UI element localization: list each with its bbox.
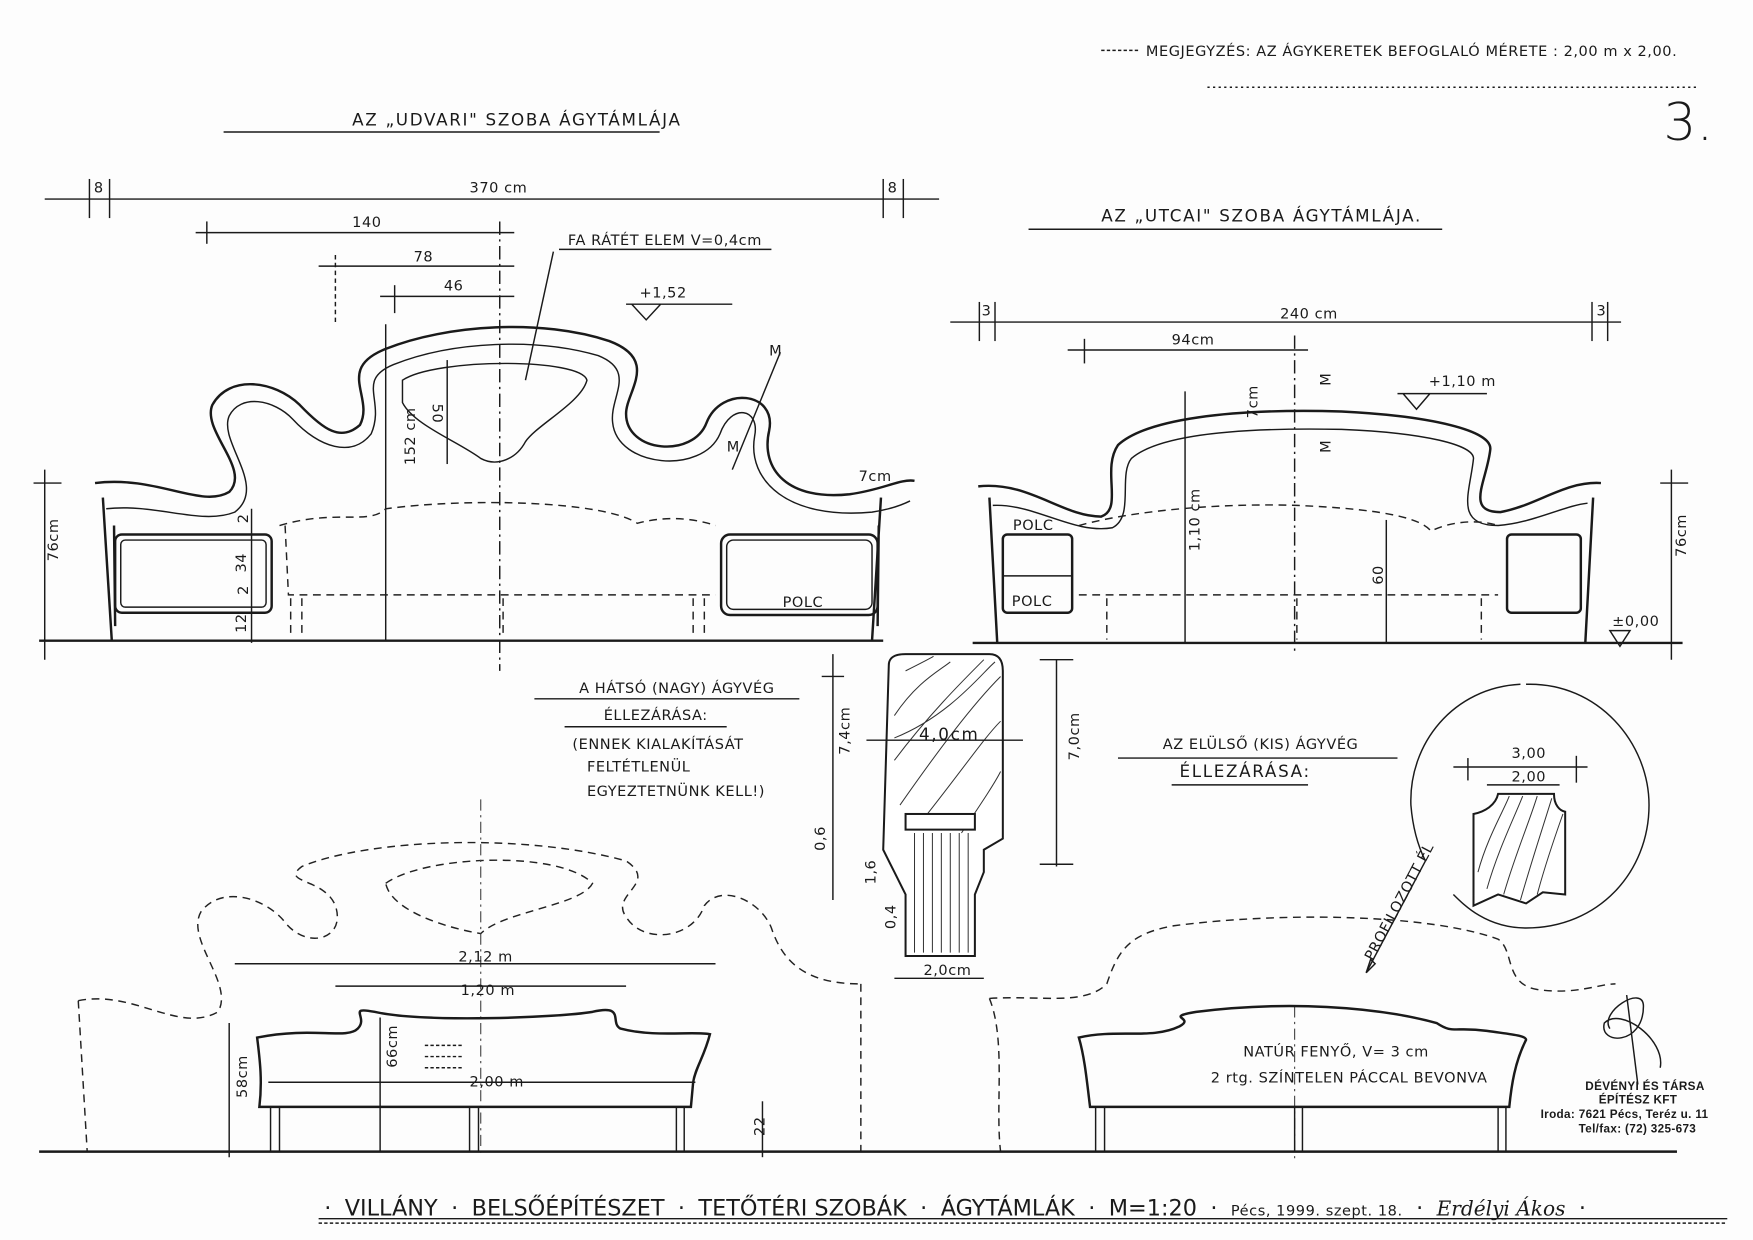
title-place: VILLÁNY	[345, 1193, 438, 1221]
dim-h58: 58cm	[235, 1055, 251, 1098]
dim-w20: 2,0cm	[923, 963, 971, 979]
sheet-number: 3.	[1664, 93, 1714, 153]
dim-60: 60	[1371, 565, 1387, 585]
bench-right-elevation: NATÚR FENYŐ, V= 3 cm 2 rtg. SZÍNTELEN PÁ…	[988, 916, 1616, 1163]
section-mark-top: M	[769, 344, 782, 360]
title-subject: ÁGYTÁMLÁK	[941, 1193, 1076, 1221]
dim-edge-left: 3	[982, 303, 992, 319]
top-note: MEGJEGYZÉS: AZ ÁGYKERETEK BEFOGLALÓ MÉRE…	[1101, 42, 1714, 153]
dim-s2a: 2	[236, 513, 252, 523]
title-separator: ·	[451, 1195, 458, 1221]
dim-50: 50	[429, 404, 445, 424]
udvari-title: AZ „UDVARI" SZOBA ÁGYTÁMLÁJA	[352, 108, 681, 129]
title-separator: ·	[920, 1195, 927, 1221]
dim-78: 78	[414, 250, 434, 266]
shelf-label-top: POLC	[1013, 518, 1054, 534]
dim-d06: 0,6	[813, 826, 829, 851]
dim-s2b: 2	[236, 585, 252, 595]
ground-level: ±0,00	[1612, 614, 1659, 630]
dim-h70: 7,0cm	[1067, 712, 1083, 760]
material-label: NATÚR FENYŐ, V= 3 cm	[1243, 1043, 1429, 1061]
profiled-edge-label: PROFILOZOTT ÉL	[1361, 839, 1438, 963]
title-discipline: BELSŐÉPÍTÉSZET	[472, 1193, 665, 1221]
level-marker: +1,52	[639, 285, 686, 301]
udvari-headboard-elevation: AZ „UDVARI" SZOBA ÁGYTÁMLÁJA 8 8 370 cm …	[33, 108, 940, 671]
title-rooms: TETŐTÉRI SZOBÁK	[697, 1193, 908, 1221]
back-end-line-3: (ENNEK KIALAKÍTÁSÁT	[572, 735, 743, 753]
back-end-line-2: ÉLLEZÁRÁSA:	[604, 706, 708, 724]
utcai-headboard-elevation: AZ „UTCAI" SZOBA ÁGYTÁMLÁJA. 3 3 240 cm …	[950, 204, 1690, 660]
back-end-line-1: A HÁTSÓ (NAGY) ÁGYVÉG	[579, 679, 774, 697]
stamp-phone: Tel/fax: (72) 325-673	[1579, 1123, 1697, 1136]
dim-w200: 2,00 m	[470, 1075, 524, 1091]
dim-side-height: 76cm	[46, 518, 62, 561]
dim-h66: 66cm	[385, 1025, 401, 1068]
front-end-line-2: ÉLLEZÁRÁSA:	[1179, 760, 1310, 781]
dim-h22: 22	[753, 1116, 769, 1136]
back-end-line-4: FELTÉTLENÜL	[587, 757, 691, 775]
back-end-line-5: EGYEZTETNÜNK KELL!)	[587, 782, 765, 800]
finish-label: 2 rtg. SZÍNTELEN PÁCCAL BEVONVA	[1211, 1068, 1488, 1086]
front-end-line-1: AZ ELÜLSŐ (KIS) ÁGYVÉG	[1163, 735, 1359, 753]
dim-height: 152 cm	[403, 407, 419, 465]
section-mark-top: M	[1318, 373, 1334, 386]
dim-edge-right: 3	[1596, 303, 1606, 319]
level-marker: +1,10 m	[1429, 374, 1496, 390]
dim-inner: 2,00	[1512, 770, 1547, 786]
back-end-section: A HÁTSÓ (NAGY) ÁGYVÉG ÉLLEZÁRÁSA: (ENNEK…	[534, 653, 1083, 980]
bench-left-elevation: 2,12 m 1,20 m 2,00 m 66cm 58cm 22	[77, 799, 862, 1158]
dim-height: 1,10 cm	[1188, 488, 1204, 551]
dim-d04: 0,4	[884, 904, 900, 929]
stamp-signature-mark	[1603, 994, 1662, 1085]
dim-46: 46	[444, 279, 464, 295]
title-block: · VILLÁNY · BELSŐÉPÍTÉSZET · TETŐTÉRI SZOBÁK ·…	[318, 1193, 1728, 1224]
dim-140: 140	[352, 215, 381, 231]
stamp-type: ÉPÍTÉSZ KFT	[1599, 1094, 1678, 1107]
dim-total: 240 cm	[1280, 307, 1338, 323]
dim-edge-right: 8	[888, 180, 898, 196]
dim-94: 94cm	[1172, 332, 1215, 348]
company-stamp: DÉVÉNYI ÉS TÁRSA ÉPÍTÉSZ KFT Iroda: 7621…	[1541, 994, 1709, 1136]
shelf-label-bottom: POLC	[1012, 594, 1053, 610]
dim-thickness: 7cm	[859, 469, 892, 485]
title-line: · VILLÁNY · BELSŐÉPÍTÉSZET · TETŐTÉRI SZOBÁK ·…	[324, 1193, 1586, 1221]
dim-d16: 1,6	[863, 860, 879, 885]
title-signature: Erdélyi Ákos	[1436, 1196, 1566, 1220]
dim-s12: 12	[234, 613, 250, 633]
stamp-name: DÉVÉNYI ÉS TÁRSA	[1585, 1080, 1705, 1093]
title-separator: ·	[1579, 1195, 1586, 1221]
section-mark-bottom: M	[1318, 440, 1334, 453]
title-separator: ·	[1416, 1195, 1423, 1221]
shelf-label: POLC	[783, 595, 824, 611]
title-separator: ·	[324, 1195, 331, 1221]
dim-w212: 2,12 m	[458, 950, 512, 966]
note-text: MEGJEGYZÉS: AZ ÁGYKERETEK BEFOGLALÓ MÉRE…	[1146, 42, 1677, 60]
dim-w40: 4,0cm	[919, 724, 980, 744]
section-mark-bottom: M	[727, 440, 740, 456]
dim-h74: 7,4cm	[838, 707, 854, 755]
title-scale: M=1:20	[1109, 1195, 1197, 1221]
title-separator: ·	[1210, 1195, 1217, 1221]
dim-edge-left: 8	[94, 180, 104, 196]
dim-thickness: 7cm	[1246, 385, 1262, 418]
front-end-detail: AZ ELÜLSŐ (KIS) ÁGYVÉG ÉLLEZÁRÁSA: 3,00 …	[1117, 683, 1650, 974]
dim-side-height: 76cm	[1674, 514, 1690, 557]
dim-s34: 34	[234, 553, 250, 573]
title-separator: ·	[678, 1195, 685, 1221]
dim-total: 370 cm	[470, 180, 528, 196]
dim-w120: 1,20 m	[461, 983, 515, 999]
title-separator: ·	[1088, 1195, 1095, 1221]
utcai-title: AZ „UTCAI" SZOBA ÁGYTÁMLÁJA.	[1101, 204, 1422, 225]
title-date: Pécs, 1999. szept. 18.	[1231, 1203, 1403, 1219]
stamp-office: Iroda: 7621 Pécs, Teréz u. 11	[1541, 1108, 1709, 1121]
udvari-annotation: FA RÁTÉT ELEM V=0,4cm	[568, 231, 762, 249]
dim-outer: 3,00	[1512, 746, 1547, 762]
